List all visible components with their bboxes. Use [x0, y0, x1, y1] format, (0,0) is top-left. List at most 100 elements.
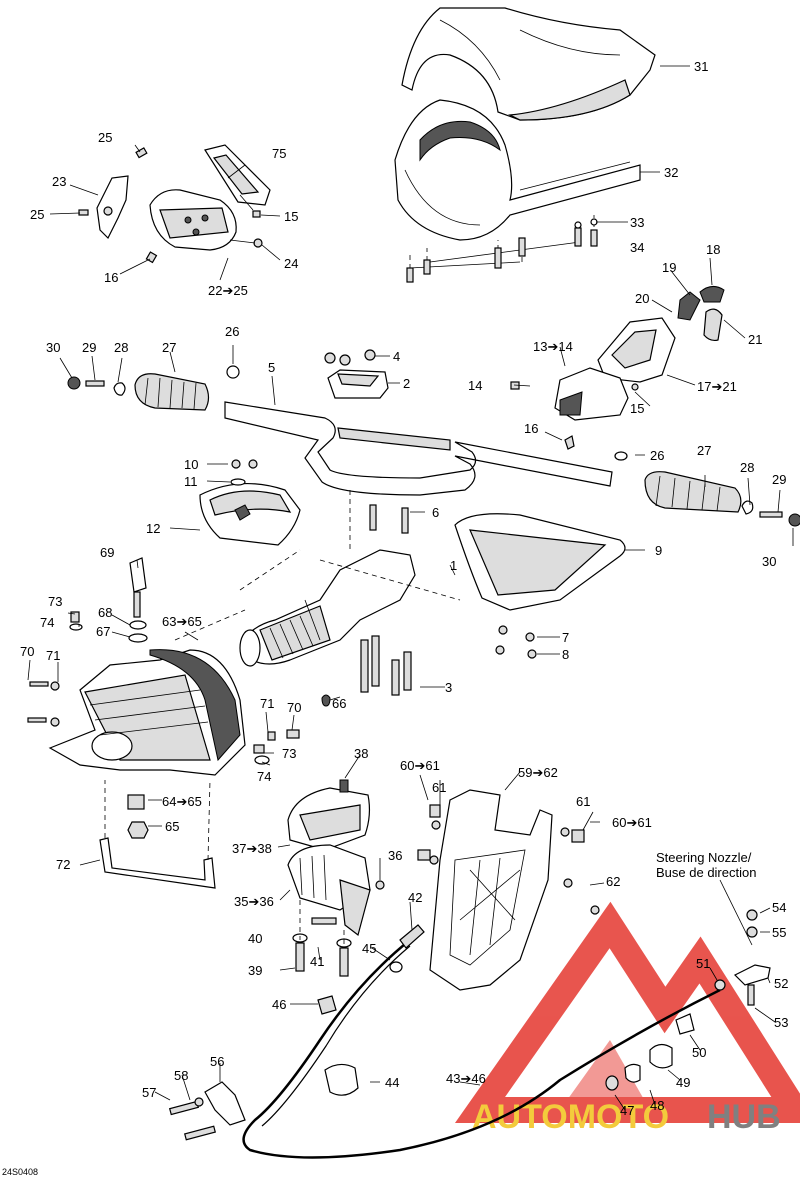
callout-labels: 31 32 33 34 18 19 20 21 17➔21 15 13➔14 1…: [2, 59, 788, 1177]
callout-27b: 27: [697, 443, 711, 458]
callout-28a: 28: [114, 340, 128, 355]
callout-42: 42: [408, 890, 422, 905]
callout-47: 47: [620, 1103, 634, 1118]
callout-73b: 73: [282, 746, 296, 761]
steering-housing-63: [48, 649, 246, 776]
callout-74b: 74: [257, 769, 271, 784]
callout-44: 44: [385, 1075, 399, 1090]
cable-mount-56: [168, 1081, 246, 1141]
rod-72: [99, 779, 216, 889]
callout-38: 38: [354, 746, 368, 761]
callout-61b: 61: [576, 794, 590, 809]
callout-29b: 29: [772, 472, 786, 487]
callout-68: 68: [98, 605, 112, 620]
callout-31: 31: [694, 59, 708, 74]
callout-36: 36: [388, 848, 402, 863]
callout-26a: 26: [225, 324, 239, 339]
callout-63-65: 63➔65: [162, 614, 202, 629]
callout-20: 20: [635, 291, 649, 306]
housing-hardware: [27, 557, 300, 839]
callout-56: 56: [210, 1054, 224, 1069]
callout-13-14: 13➔14: [533, 339, 573, 354]
callout-75: 75: [272, 146, 286, 161]
assembly-guides-left: [174, 549, 301, 641]
inner-shell-32: [394, 99, 641, 241]
steering-nozzle-label-line1: Steering Nozzle/: [656, 850, 752, 865]
grease-66-drop: [321, 694, 331, 707]
callout-65: 65: [165, 819, 179, 834]
callout-10: 10: [184, 457, 198, 472]
callout-72: 72: [56, 857, 70, 872]
callout-61a: 61: [432, 780, 446, 795]
screws-33-34: [406, 215, 598, 283]
callout-74a: 74: [40, 615, 54, 630]
callout-70b: 70: [287, 700, 301, 715]
callout-23: 23: [52, 174, 66, 189]
callout-70a: 70: [20, 644, 34, 659]
callout-1: 1: [450, 558, 457, 573]
callout-27a: 27: [162, 340, 176, 355]
support-block-35: [287, 844, 385, 937]
steering-cable-43: [242, 924, 721, 1159]
callout-73a: 73: [48, 594, 62, 609]
callout-64-65: 64➔65: [162, 794, 202, 809]
nozzle-link-51: [714, 879, 771, 1006]
callout-22-25: 22➔25: [208, 283, 248, 298]
callout-41: 41: [310, 954, 324, 969]
callout-69: 69: [100, 545, 114, 560]
washer-26-right: [614, 451, 628, 461]
callout-34: 34: [630, 240, 644, 255]
handlebar-5: [224, 401, 613, 496]
callout-67: 67: [96, 624, 110, 639]
callout-16a: 16: [104, 270, 118, 285]
callout-55: 55: [772, 925, 786, 940]
callout-32: 32: [664, 165, 678, 180]
callout-50: 50: [692, 1045, 706, 1060]
callout-59-62: 59➔62: [518, 765, 558, 780]
bracket-59: [417, 789, 600, 991]
display-housing-22: [149, 189, 237, 251]
hood-cover-31: [401, 7, 656, 121]
callout-66: 66: [332, 696, 346, 711]
small-hardware-top-left: [78, 147, 263, 264]
callout-9: 9: [655, 543, 662, 558]
throttle-housing-17: [597, 286, 725, 391]
callout-7: 7: [562, 630, 569, 645]
callout-54: 54: [772, 900, 786, 915]
callout-35-36: 35➔36: [234, 894, 274, 909]
callout-6: 6: [432, 505, 439, 520]
callout-33: 33: [630, 215, 644, 230]
callout-8: 8: [562, 647, 569, 662]
callout-39: 39: [248, 963, 262, 978]
callout-58: 58: [174, 1068, 188, 1083]
callout-51: 51: [696, 956, 710, 971]
callout-45: 45: [362, 941, 376, 956]
steering-cover-9: [454, 513, 626, 611]
callout-30b: 30: [762, 554, 776, 569]
callout-3: 3: [445, 680, 452, 695]
callout-14: 14: [468, 378, 482, 393]
support-bolts: [292, 900, 352, 977]
support-block-37: [287, 779, 371, 851]
callout-46: 46: [272, 997, 286, 1012]
callout-71b: 71: [260, 696, 274, 711]
handlebar-clamp-2: [324, 349, 389, 399]
callout-25a: 25: [98, 130, 112, 145]
shield-12: [199, 459, 301, 546]
callout-62: 62: [606, 874, 620, 889]
callout-43-46: 43➔46: [446, 1071, 486, 1086]
callout-57: 57: [142, 1085, 156, 1100]
callout-26b: 26: [650, 448, 664, 463]
callout-40: 40: [248, 931, 262, 946]
callout-25b: 25: [30, 207, 44, 222]
callout-2: 2: [403, 376, 410, 391]
watermark-logo: AUTOMOTO HUB: [454, 901, 800, 1136]
callout-4: 4: [393, 349, 400, 364]
callout-30a: 30: [46, 340, 60, 355]
callout-15a: 15: [284, 209, 298, 224]
callout-60-61a: 60➔61: [400, 758, 440, 773]
diagram-code: 24S0408: [2, 1167, 38, 1177]
steering-nozzle-label-line2: Buse de direction: [656, 865, 756, 880]
callout-24: 24: [284, 256, 298, 271]
